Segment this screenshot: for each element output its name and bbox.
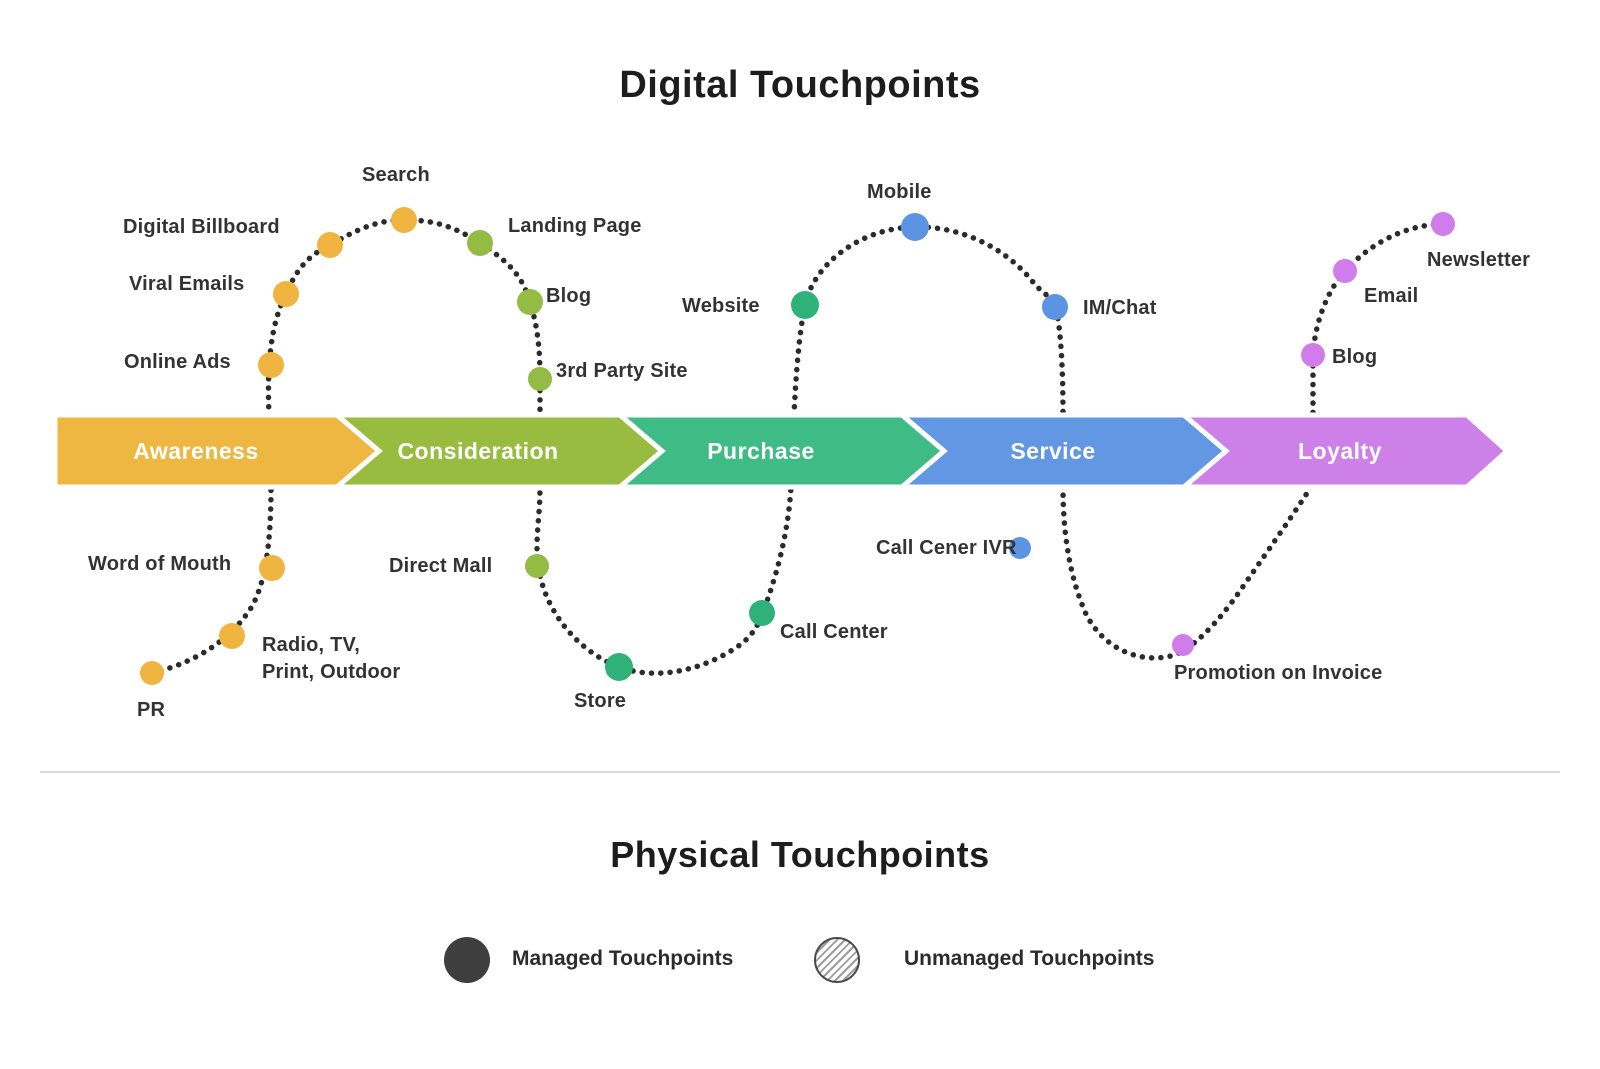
touchpoint-label-word-of-mouth: Word of Mouth [88, 553, 232, 575]
touchpoint-dot-search [391, 207, 417, 233]
touchpoint-dot-call-center [749, 600, 775, 626]
touchpoint-label-email: Email [1364, 285, 1419, 307]
stage-label-service: Service [1010, 438, 1095, 464]
touchpoint-label-newsletter: Newsletter [1427, 249, 1531, 271]
touchpoint-dot-direct-mall [525, 554, 549, 578]
touchpoint-dot-store [605, 653, 633, 681]
section-divider [40, 771, 1560, 773]
stage-label-awareness: Awareness [133, 438, 259, 464]
stage-label-consideration: Consideration [397, 438, 558, 464]
touchpoint-dot-email [1333, 259, 1357, 283]
touchpoint-label-search: Search [362, 164, 430, 186]
stage-label-purchase: Purchase [707, 438, 815, 464]
touchpoint-label-digital-billboard: Digital Billboard [123, 216, 280, 238]
touchpoint-dot-call-cener-ivr [1009, 537, 1031, 559]
touchpoint-dot-pr [140, 661, 164, 685]
touchpoint-label-mobile: Mobile [867, 181, 932, 203]
touchpoint-label-blog-loyalty: Blog [1332, 346, 1378, 368]
touchpoint-label-store: Store [574, 690, 627, 712]
touchpoint-label-online-ads: Online Ads [124, 351, 231, 373]
stage-arrows: Awareness Consideration Purchase Service… [52, 412, 1511, 490]
stage-arrow-loyalty [1177, 412, 1511, 490]
touchpoint-label-pr: PR [137, 699, 166, 721]
touchpoint-label-landing-page: Landing Page [508, 215, 642, 237]
touchpoint-dot-third-party-site [528, 367, 552, 391]
touchpoint-dot-radio-tv-print-outdoor [219, 623, 245, 649]
touchpoint-dot-newsletter [1431, 212, 1455, 236]
touchpoint-label-blog-consideration: Blog [546, 285, 592, 307]
touchpoint-dot-landing-page [467, 230, 493, 256]
touchpoint-label-call-cener-ivr: Call Cener IVR [876, 537, 1017, 559]
digital-touchpoints-title: Digital Touchpoints [619, 64, 981, 106]
touchpoint-label-radio-tv-print-outdoor: Radio, TV, Print, Outdoor [262, 634, 401, 683]
touchpoint-label-third-party-site: 3rd Party Site [556, 360, 688, 382]
touchpoint-label-promotion-on-invoice: Promotion on Invoice [1174, 662, 1383, 684]
touchpoint-dot-promotion-on-invoice [1172, 634, 1194, 656]
touchpoint-dot-im-chat [1042, 294, 1068, 320]
touchpoint-dot-online-ads [258, 352, 284, 378]
touchpoint-label-call-center: Call Center [780, 621, 888, 643]
touchpoint-dot-word-of-mouth [259, 555, 285, 581]
touchpoint-label-viral-emails: Viral Emails [129, 273, 245, 295]
touchpoint-dot-website [791, 291, 819, 319]
physical-touchpoints-title: Physical Touchpoints [610, 834, 990, 875]
touchpoint-label-direct-mall: Direct Mall [389, 555, 493, 577]
touchpoint-dot-blog-consideration [517, 289, 543, 315]
touchpoint-dot-viral-emails [273, 281, 299, 307]
touchpoint-dot-mobile [901, 213, 929, 241]
touchpoint-dot-blog-loyalty [1301, 343, 1325, 367]
touchpoint-label-website: Website [682, 295, 760, 317]
touchpoint-dot-digital-billboard [317, 232, 343, 258]
stage-label-loyalty: Loyalty [1298, 438, 1382, 464]
touchpoint-label-im-chat: IM/Chat [1083, 297, 1157, 319]
